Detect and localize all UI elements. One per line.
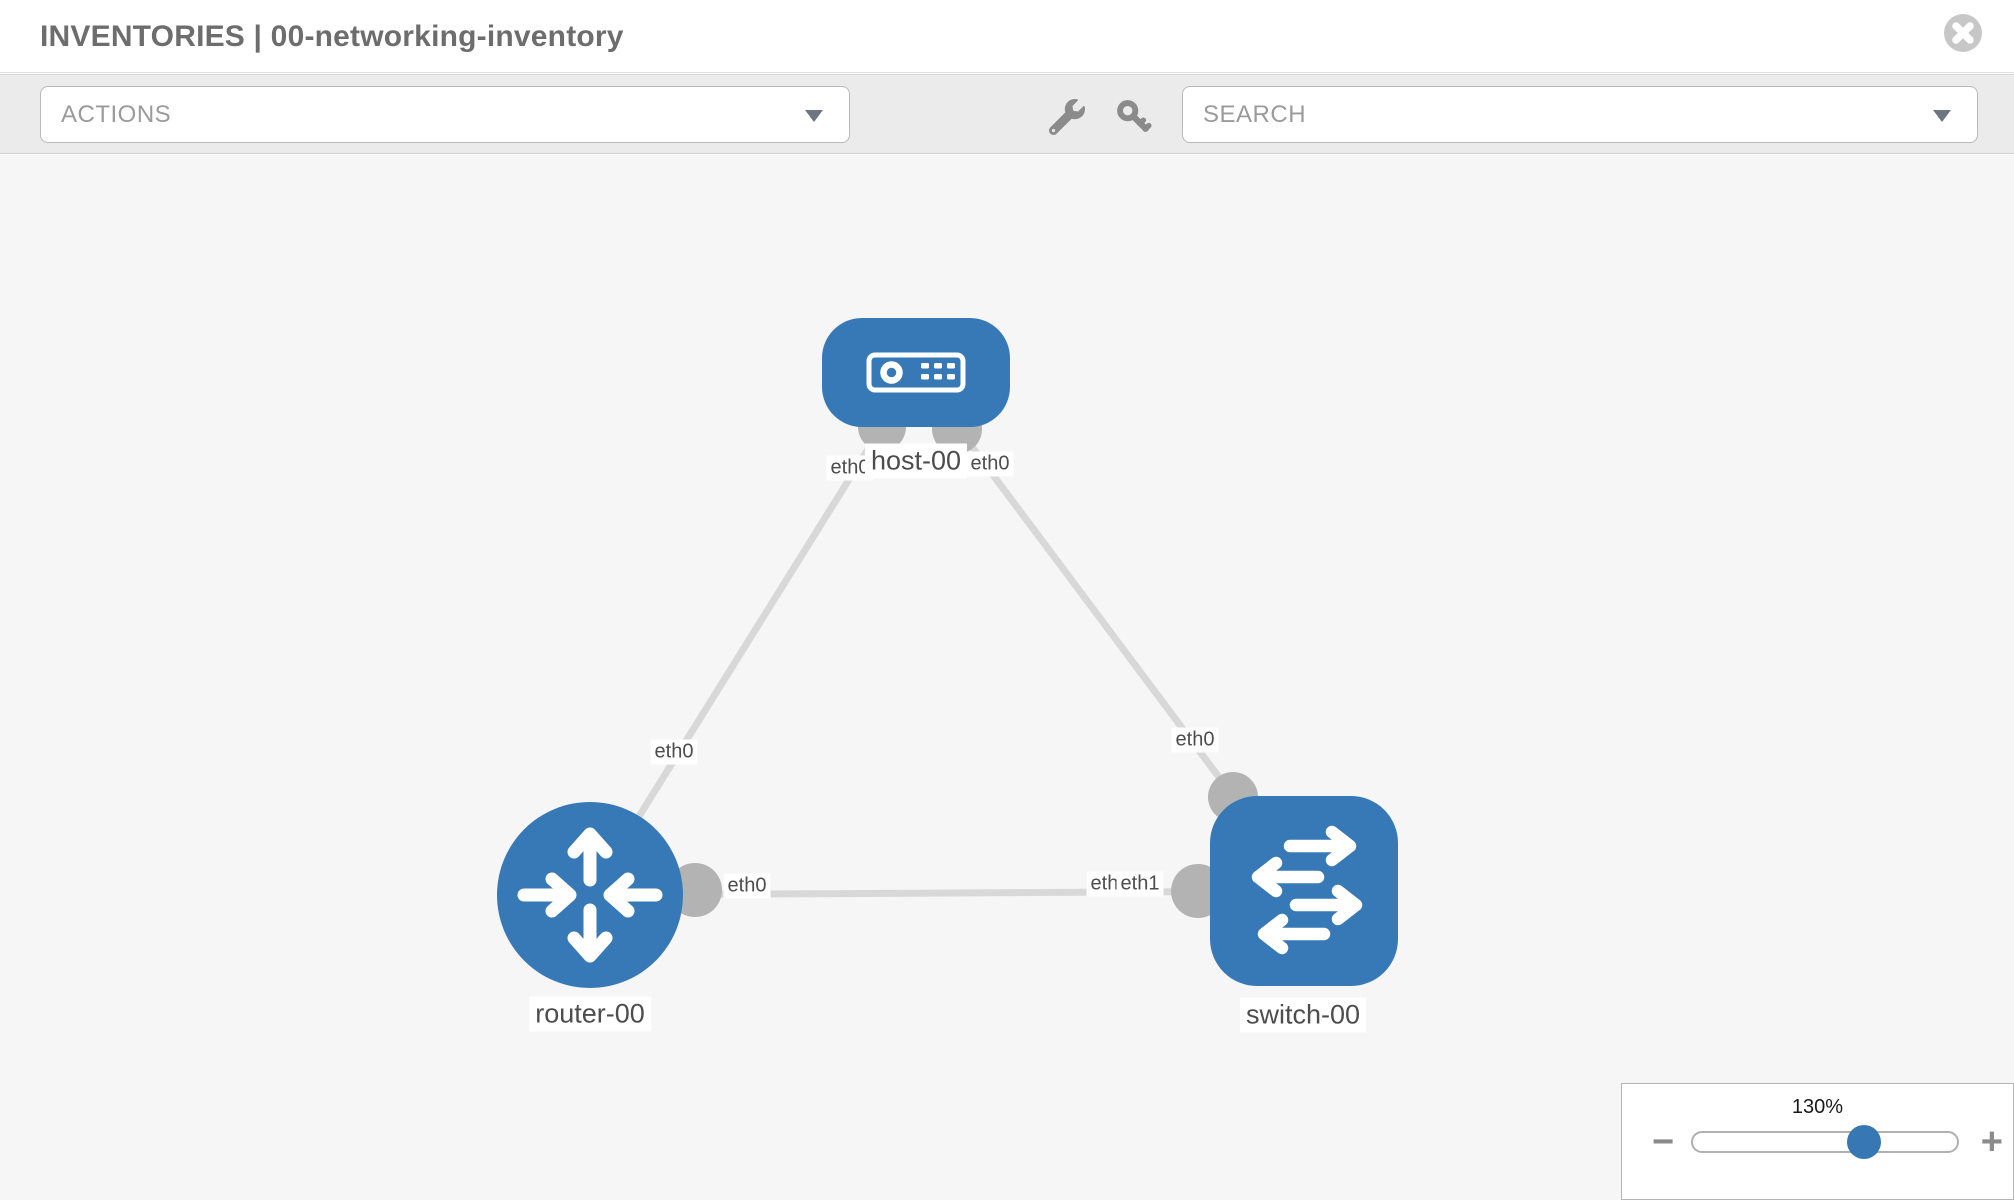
interface-label-eth0: eth0 <box>650 739 698 765</box>
zoom-slider-knob[interactable] <box>1847 1125 1881 1159</box>
wrench-button[interactable] <box>1048 99 1085 136</box>
interface-label-eth1: eth1 <box>1116 871 1164 897</box>
interface-label-eth0: eth0 <box>1171 727 1219 753</box>
page-title: INVENTORIES | 00-networking-inventory <box>40 20 624 53</box>
node-label-switch: switch-00 <box>1239 997 1367 1033</box>
key-button[interactable] <box>1116 99 1152 135</box>
search-dropdown[interactable]: SEARCH <box>1182 86 1978 143</box>
zoom-slider-track[interactable] <box>1691 1131 1959 1153</box>
node-label-router: router-00 <box>529 996 651 1032</box>
wrench-icon <box>1048 99 1085 136</box>
close-button[interactable] <box>1944 14 1982 52</box>
zoom-panel: 130% − + <box>1621 1083 2014 1200</box>
window-header: INVENTORIES | 00-networking-inventory <box>0 0 2014 73</box>
zoom-in-button[interactable]: + <box>1980 1121 2003 1163</box>
node-host-00[interactable] <box>822 318 1010 427</box>
node-switch-00[interactable] <box>1210 796 1398 986</box>
key-icon <box>1117 100 1152 132</box>
interface-label-eth0: eth0 <box>723 873 771 899</box>
node-label-host: host-00 <box>864 443 968 479</box>
topology-canvas[interactable] <box>0 155 2014 1200</box>
zoom-out-button[interactable]: − <box>1652 1121 1675 1163</box>
switch-icon <box>1251 825 1363 955</box>
actions-dropdown-label: ACTIONS <box>61 100 172 128</box>
zoom-level-value: 130% <box>1791 1096 1844 1118</box>
router-icon <box>517 827 663 963</box>
close-icon <box>1944 14 1982 52</box>
search-dropdown-label: SEARCH <box>1203 100 1307 128</box>
interface-connectors <box>668 403 1258 918</box>
host-icon <box>866 352 966 393</box>
node-router-00[interactable] <box>497 802 683 988</box>
actions-dropdown[interactable]: ACTIONS <box>40 86 850 143</box>
chevron-down-icon <box>805 109 823 122</box>
interface-label-eth0: eth0 <box>966 451 1014 477</box>
chevron-down-icon <box>1933 109 1951 122</box>
toolbar: ACTIONS SEARCH <box>0 74 2014 154</box>
